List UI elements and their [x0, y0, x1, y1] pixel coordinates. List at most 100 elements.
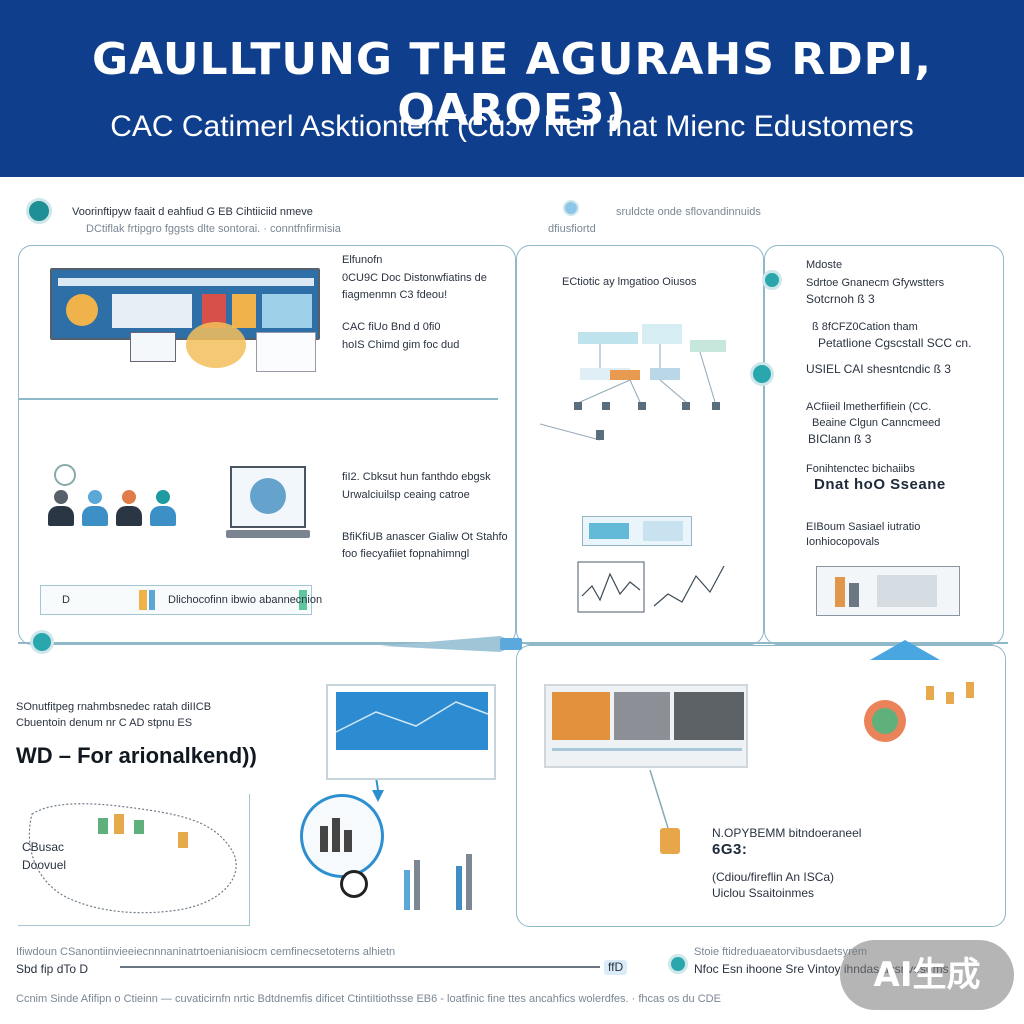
timeline-marker-icon	[30, 630, 54, 654]
divider-line	[18, 398, 498, 400]
panel-bl-line2: Cbuentoin denum nr C AD stpnu ES	[16, 717, 193, 729]
step-marker-icon	[26, 198, 52, 224]
panel-tl-block1-line2: fiagmenmn C3 fdeou!	[342, 289, 448, 301]
strip-left-text: D	[62, 594, 70, 606]
progress-strip	[40, 585, 312, 615]
screen-chart-icon	[66, 294, 98, 326]
gallery-card	[544, 684, 748, 768]
network-illustration	[826, 672, 996, 762]
map-label-line2: Doovuel	[22, 858, 67, 872]
header-banner: GAULLTUNG THE AGURAHS RDPI, OAROE3) CAC …	[0, 0, 1024, 177]
panel-br-callout-line2: 6G3:	[712, 841, 748, 858]
panel-tl-block2-line1: CAC fiUo Bnd d 0fi0	[342, 321, 441, 333]
device-blob	[186, 322, 246, 368]
map-label-line1: CBusac	[22, 840, 65, 854]
laptop-base	[226, 530, 310, 538]
devices-illustration	[130, 322, 330, 382]
network-core-icon	[872, 708, 898, 734]
panel-tr-item6-line1: EIBoum Sasiael iutratio	[806, 521, 921, 533]
screen-bar	[262, 294, 312, 328]
panel-tr-item4-line1: ACfiieil lmetherfifiein (CC.	[806, 401, 932, 413]
gallery-thumb	[674, 692, 744, 740]
page-subtitle: CAC Catimerl Asktiontent (Cɑ́ɔ́v Neir fn…	[110, 110, 914, 143]
magnifier-illustration	[300, 790, 390, 900]
panel-tl-block4-line2: foo fiecyafiiet fopnahimngl	[342, 548, 470, 560]
screen-toolbar	[58, 278, 314, 286]
arrow-head	[372, 790, 384, 802]
panel-tr-item1-line1: Sdrtoe Gnanecm Gfywstters	[806, 277, 945, 289]
line-chart-illustration	[577, 561, 725, 613]
panel-tl-block3-line1: fiI2. Cbksut hun fanthdo ebgsk	[342, 471, 491, 483]
person-icon	[114, 490, 144, 526]
mini-chart-card	[582, 516, 692, 546]
flow-diagram	[574, 324, 726, 440]
footer-row2-tag: ffD	[604, 960, 628, 975]
panel-tl-block4-line1: BfiKfiUB anascer Gialiw Ot Stahfo	[342, 531, 508, 543]
device-screen	[256, 332, 316, 372]
panel-top-left	[18, 245, 516, 645]
chart-frame	[577, 561, 645, 613]
location-pin-icon	[563, 200, 579, 216]
connector-line	[649, 769, 669, 829]
panel-bottom-right	[516, 645, 1006, 927]
line-series	[653, 565, 725, 607]
map-outline	[28, 803, 237, 914]
person-icon	[148, 490, 178, 526]
globe-icon	[250, 478, 286, 514]
panel-tr-item2-line1: ß 8fCFZ0Cation tham	[812, 321, 918, 333]
top-strip-line1: Voorinftipyw faait d eahfiud G EB Cihtii…	[72, 206, 313, 218]
connector-line	[539, 423, 601, 441]
connector-node	[660, 828, 680, 854]
panel-top-middle	[516, 245, 764, 645]
panel-tl-label: Elfunofn	[342, 254, 383, 266]
gallery-thumb	[614, 692, 670, 740]
analytics-window	[326, 684, 496, 780]
speech-bubble-icon	[54, 464, 76, 486]
panel-tr-item5-line2: Dnat hoO Sseane	[814, 476, 946, 493]
flow-bars	[578, 324, 726, 380]
flow-links	[579, 344, 716, 403]
ai-generated-badge: AI生成	[840, 940, 1014, 1010]
footer-row1-left: Ifiwdoun CSanontiinvieeiecnnnaninatrtoen…	[16, 946, 396, 958]
panel-br-callout-line3: (Cdiou/fireflin An ISCa)	[712, 870, 835, 884]
footer-row2-left: Sbd fip dTo D	[16, 962, 89, 976]
dashboard-screen	[50, 268, 320, 340]
person-icon	[46, 490, 76, 526]
mini-bar-chart	[400, 810, 480, 910]
panel-tr-item4-line2: Beaine Clgun Canncmeed	[812, 417, 941, 429]
panel-tr-item4-line3: BIClann ß 3	[808, 432, 872, 446]
panel-tr-item1-line2: Sotcrnoh ß 3	[806, 292, 875, 306]
footer-timeline-line	[120, 966, 600, 968]
timeline-marker-icon	[750, 362, 774, 386]
person-icon	[80, 490, 110, 526]
top-strip-line2: DCtiflak frtipgro fggsts dlte sontorai. …	[86, 223, 341, 235]
flow-nodes	[574, 402, 720, 440]
pointer-triangle	[870, 640, 940, 660]
magnifier-icon	[300, 794, 384, 878]
device-screen	[130, 332, 176, 362]
gallery-slider	[552, 748, 742, 751]
footer-row1-right: Stoie ftidreduaeatorvibusdaetsyrem	[694, 946, 868, 958]
pointer-wedge	[380, 636, 520, 652]
laptop-illustration	[226, 466, 310, 546]
laptop-screen	[230, 466, 306, 528]
panel-tr-item3: USIEL CAI shesntcndic ß 3	[806, 362, 951, 376]
screen-panel	[112, 294, 192, 328]
pointer-tip	[500, 638, 522, 650]
strip-right-text: Dlichocofinn ibwio abannecnion	[168, 594, 323, 606]
panel-bl-line1: SOnutfitpeg rnahmbsnedec ratah diIICB	[16, 701, 212, 713]
panel-bl-heading: WD – For arionalkend))	[16, 743, 257, 768]
panel-tl-block1-line1: 0CU9C Doc Distonwfiatins de	[342, 272, 487, 284]
panel-tm-label: ECtiotic ay lmgatioo Oiusos	[562, 276, 697, 288]
panel-tl-block2-line2: hoIS Chimd gim foc dud	[342, 339, 460, 351]
analytics-chart-area	[336, 692, 488, 750]
panel-tr-item5-line1: Fonihtenctec bichaiibs	[806, 463, 915, 475]
panel-top-right	[764, 245, 1004, 645]
people-illustration	[40, 462, 190, 538]
page-title: GAULLTUNG THE AGURAHS RDPI, OAROE3)	[92, 34, 932, 136]
panel-tr-item6-line2: Ionhiocopovals	[806, 536, 880, 548]
top-strip-right-text: sruldcte onde sflovandinnuids	[616, 206, 761, 218]
panel-br-callout-line4: Uiclou Ssaitoinmes	[712, 886, 815, 900]
panel-br-callout-line1: N.OPYBEMM bitndoeraneel	[712, 826, 862, 840]
